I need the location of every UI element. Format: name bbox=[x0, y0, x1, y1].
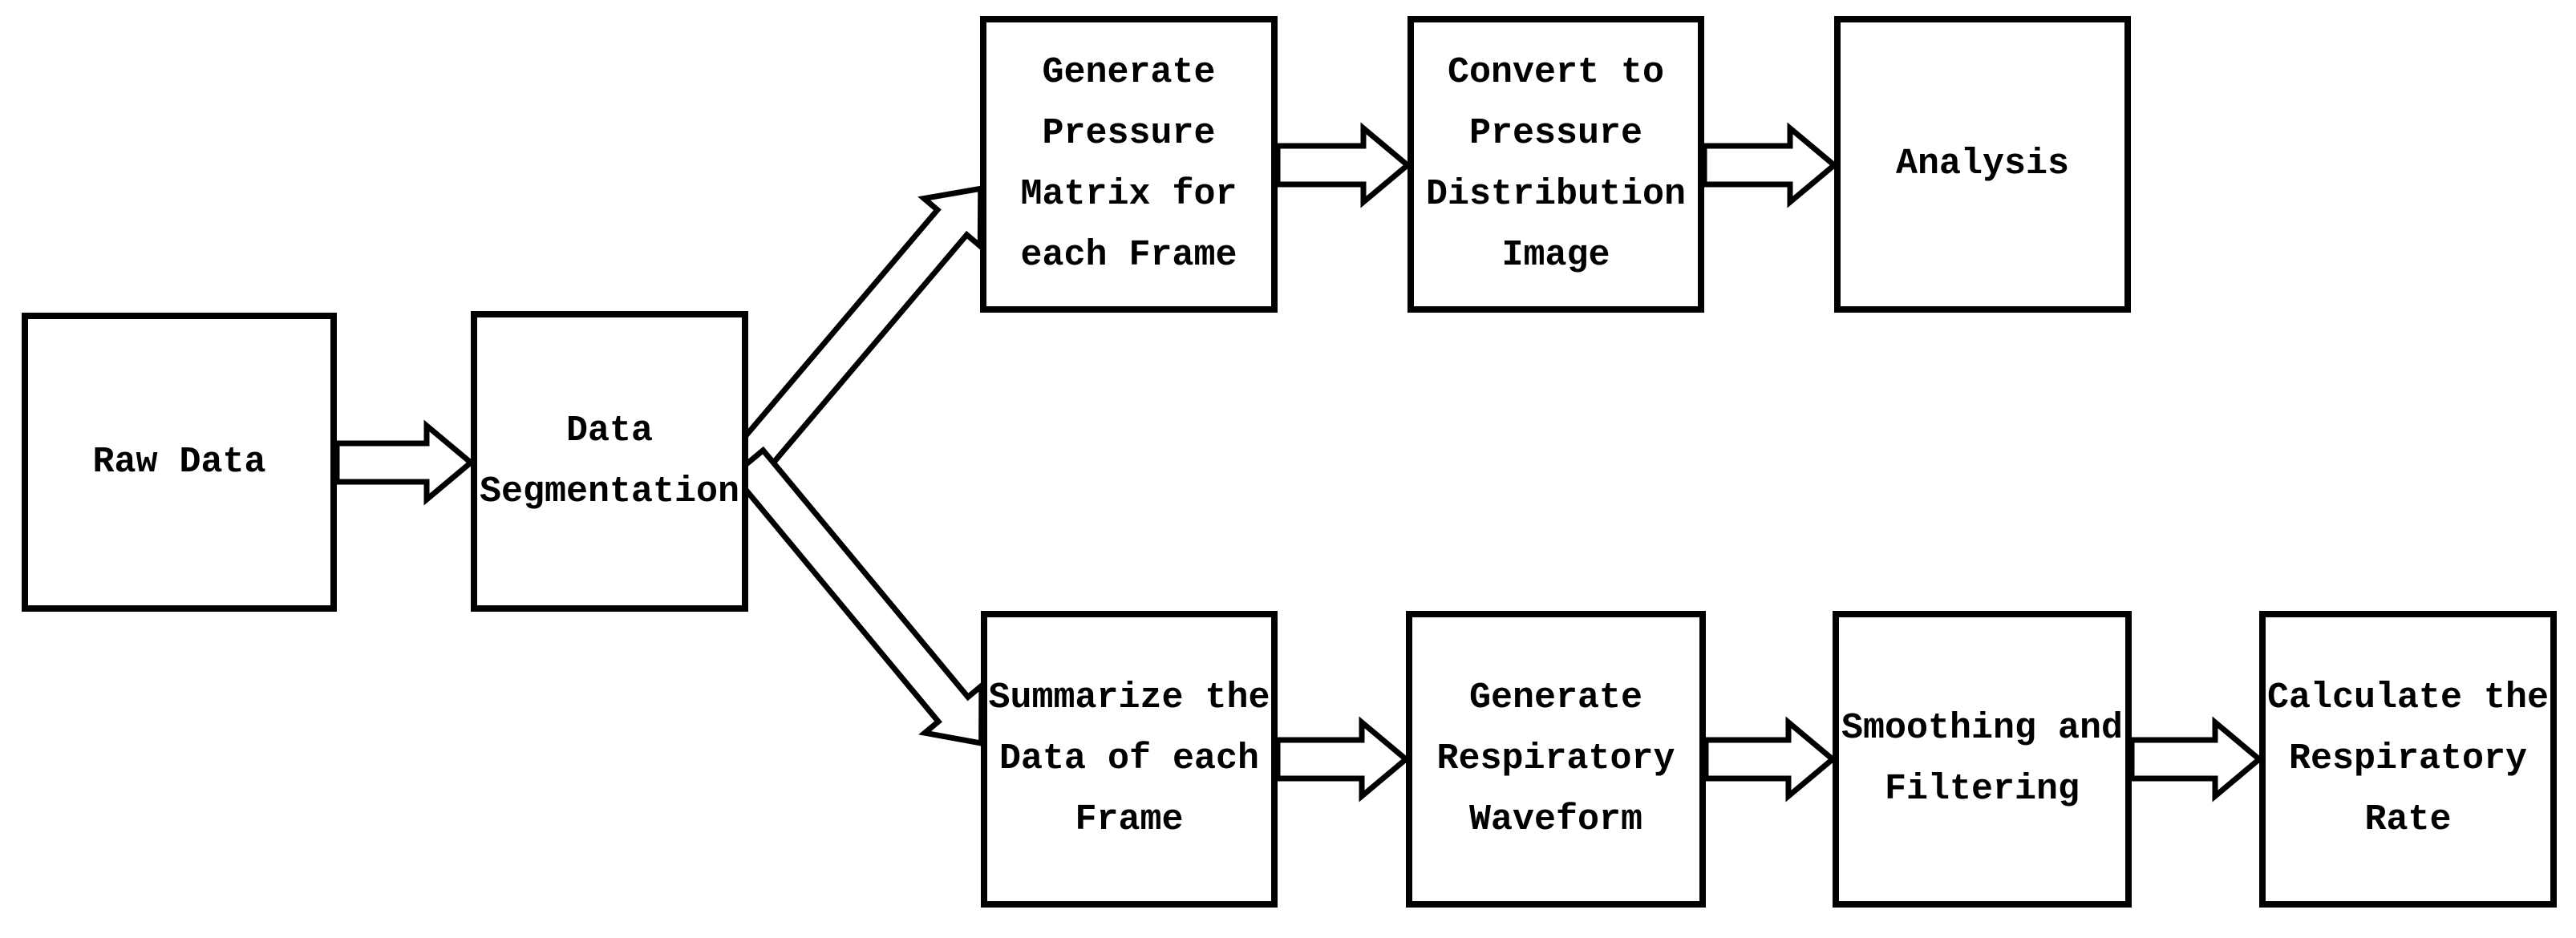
arrow-data-segmentation-to-summarize bbox=[729, 446, 985, 747]
node-convert-to-pressure-distribution-image-label: Convert to Pressure Distribution Image bbox=[1425, 52, 1687, 276]
node-analysis: Analysis bbox=[1834, 16, 2131, 313]
node-raw-data-label: Raw Data bbox=[92, 441, 266, 483]
node-smoothing-and-filtering: Smoothing and Filtering bbox=[1833, 611, 2132, 908]
node-generate-pressure-matrix-label: Generate Pressure Matrix for each Frame bbox=[1020, 52, 1237, 276]
arrow-convert-to-analysis bbox=[1701, 122, 1839, 208]
node-summarize-data-of-each-frame: Summarize the Data of each Frame bbox=[981, 611, 1278, 908]
arrow-data-segmentation-to-generate-pressure-matrix bbox=[729, 185, 984, 479]
arrow-smoothing-to-calculate-rate bbox=[2128, 716, 2264, 803]
node-data-segmentation: Data Segmentation bbox=[471, 311, 748, 612]
node-data-segmentation-label: Data Segmentation bbox=[479, 410, 740, 512]
node-summarize-data-of-each-frame-label: Summarize the Data of each Frame bbox=[988, 677, 1270, 840]
node-calculate-respiratory-rate-label: Calculate the Respiratory Rate bbox=[2266, 677, 2550, 840]
arrow-generate-pressure-matrix-to-convert bbox=[1274, 122, 1412, 208]
node-generate-respiratory-waveform: Generate Respiratory Waveform bbox=[1406, 611, 1706, 908]
arrow-raw-data-to-data-segmentation bbox=[334, 419, 476, 506]
node-convert-to-pressure-distribution-image: Convert to Pressure Distribution Image bbox=[1407, 16, 1704, 313]
node-analysis-label: Analysis bbox=[1895, 144, 2070, 184]
node-generate-pressure-matrix: Generate Pressure Matrix for each Frame bbox=[980, 16, 1278, 313]
arrow-generate-waveform-to-smoothing bbox=[1703, 716, 1837, 803]
node-generate-respiratory-waveform-label: Generate Respiratory Waveform bbox=[1436, 677, 1675, 840]
node-raw-data: Raw Data bbox=[22, 313, 337, 612]
node-smoothing-and-filtering-label: Smoothing and Filtering bbox=[1841, 708, 2124, 810]
node-calculate-respiratory-rate: Calculate the Respiratory Rate bbox=[2259, 611, 2557, 908]
arrow-summarize-to-generate-waveform bbox=[1274, 716, 1411, 803]
